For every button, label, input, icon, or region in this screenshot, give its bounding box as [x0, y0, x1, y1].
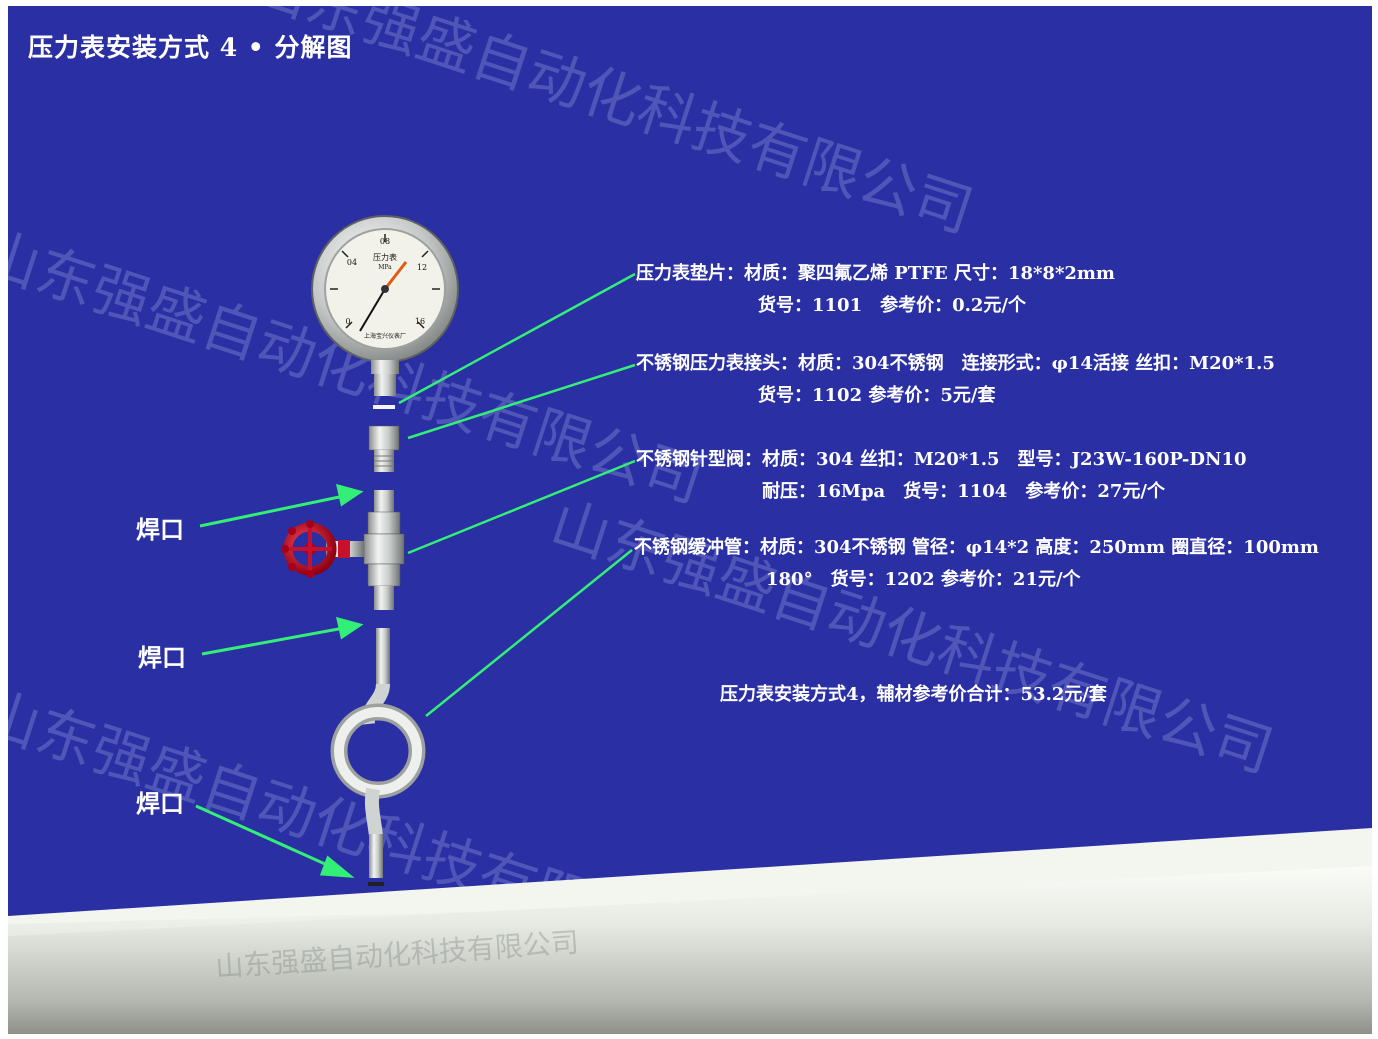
installation-illustration: 08 04 12 16 0 压力表 MPa 上海宝兴仪表厂	[8, 215, 1372, 1034]
callout-valve	[407, 459, 636, 555]
valve-info: 不锈钢针型阀：材质：304 丝扣：M20*1.5 型号：J23W-160P-DN…	[636, 444, 1247, 508]
total-price: 压力表安装方式4，辅材参考价合计：53.2元/套	[720, 684, 1107, 705]
gasket-spec: 压力表垫片：材质：聚四氟乙烯 PTFE 尺寸：18*8*2mm	[636, 263, 1115, 284]
gasket-price: 货号：1101 参考价：0.2元/个	[758, 295, 1026, 316]
gasket-info: 压力表垫片：材质：聚四氟乙烯 PTFE 尺寸：18*8*2mm 货号：1101 …	[636, 258, 1115, 322]
svg-text:08: 08	[380, 237, 390, 246]
buffer-tube-price: 180° 货号：1202 参考价：21元/个	[766, 569, 1081, 590]
callout-lines	[398, 272, 636, 717]
svg-text:MPa: MPa	[378, 264, 392, 271]
page-title: 压力表安装方式 4 • 分解图	[28, 33, 353, 62]
weld-label: 焊口	[136, 789, 184, 818]
weld-arrows	[195, 483, 364, 878]
valve-price: 耐压：16Mpa 货号：1104 参考价：27元/个	[762, 481, 1165, 502]
connector-spec: 不锈钢压力表接头：材质：304不锈钢 连接形式：φ14活接 丝扣：M20*1.5	[636, 353, 1275, 374]
svg-text:0: 0	[345, 317, 350, 326]
callout-buffer-tube	[425, 549, 633, 717]
connector-price: 货号：1102 参考价：5元/套	[758, 385, 996, 406]
callout-gasket	[398, 272, 636, 405]
buffer-tube-spec: 不锈钢缓冲管：材质：304不锈钢 管径：φ14*2 高度：250mm 圈直径：1…	[634, 537, 1319, 558]
buffer-tube-info: 不锈钢缓冲管：材质：304不锈钢 管径：φ14*2 高度：250mm 圈直径：1…	[634, 532, 1319, 596]
svg-text:04: 04	[347, 258, 357, 267]
gauge-gasket	[373, 405, 395, 409]
pressure-gauge: 08 04 12 16 0 压力表 MPa 上海宝兴仪表厂	[311, 215, 459, 396]
needle-valve	[281, 490, 405, 610]
siphon-buffer-tube	[330, 628, 426, 886]
svg-text:16: 16	[415, 317, 425, 326]
valve-spec: 不锈钢针型阀：材质：304 丝扣：M20*1.5 型号：J23W-160P-DN…	[636, 449, 1247, 470]
svg-text:12: 12	[417, 263, 427, 272]
gauge-connector	[368, 425, 400, 472]
svg-text:压力表: 压力表	[373, 252, 397, 262]
process-pipe	[8, 828, 1372, 1034]
weld-label: 焊口	[136, 515, 184, 544]
diagram-canvas: 山东强盛自动化科技有限公司 山东强盛自动化科技有限公司 山东强盛自动化科技有限公…	[8, 6, 1372, 1034]
weld-label: 焊口	[138, 643, 186, 672]
callout-connector	[407, 363, 636, 440]
connector-info: 不锈钢压力表接头：材质：304不锈钢 连接形式：φ14活接 丝扣：M20*1.5…	[636, 348, 1275, 412]
svg-text:上海宝兴仪表厂: 上海宝兴仪表厂	[364, 332, 406, 340]
